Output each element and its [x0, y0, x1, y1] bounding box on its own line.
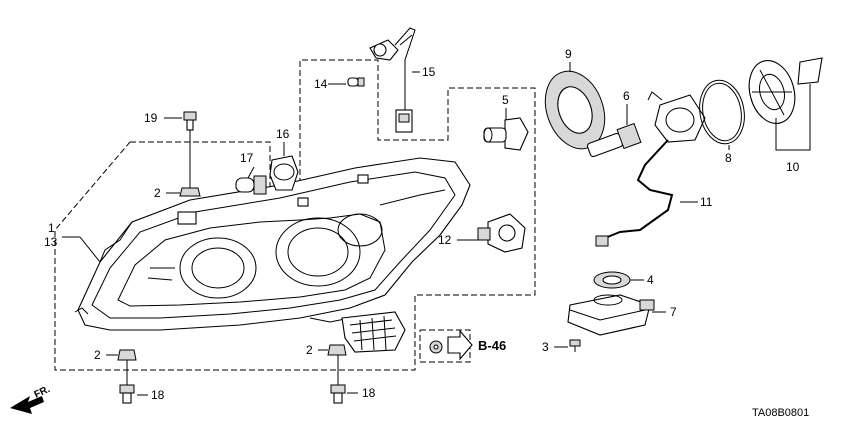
callout-16: 16 — [276, 127, 290, 141]
nut-part-b46 — [429, 340, 443, 354]
clip-part-2-top — [179, 128, 201, 197]
callout-2-top: 2 — [154, 186, 161, 200]
callout-2-right: 2 — [306, 343, 313, 357]
connector-bracket — [341, 311, 406, 353]
callout-14: 14 — [314, 77, 328, 91]
reference-arrow — [447, 329, 473, 361]
bolt-part-18-right — [330, 355, 346, 404]
callout-17: 17 — [240, 151, 254, 165]
callout-7: 7 — [670, 305, 677, 319]
callout-15: 15 — [422, 65, 436, 79]
ballast-part-7 — [567, 294, 655, 336]
socket-part-15 — [369, 27, 416, 133]
callout-6: 6 — [623, 89, 630, 103]
headlight-housing — [74, 157, 471, 331]
o-ring-part-8 — [699, 79, 745, 145]
screw-part-19 — [183, 111, 197, 131]
front-direction-arrow — [10, 396, 44, 414]
bolt-part-18-left — [119, 360, 135, 404]
dust-cover-part-9 — [544, 70, 606, 150]
callout-18-left: 18 — [151, 388, 165, 402]
callout-19: 19 — [144, 111, 158, 125]
callout-3: 3 — [542, 340, 549, 354]
callout-10: 10 — [786, 160, 800, 174]
callout-12: 12 — [438, 233, 452, 247]
hid-bulb-part-6 — [586, 122, 642, 158]
callout-11: 11 — [700, 195, 713, 209]
bulb-part-14 — [347, 77, 365, 87]
clip-part-2-left — [117, 349, 137, 361]
socket-part-12 — [477, 213, 526, 253]
leader-lines — [62, 62, 811, 396]
bulb-part-5 — [483, 117, 529, 151]
callout-9: 9 — [565, 47, 572, 61]
callout-2-left: 2 — [94, 348, 101, 362]
cap-part-10 — [748, 57, 823, 124]
reference-b46: B-46 — [478, 338, 506, 353]
callout-4: 4 — [647, 273, 654, 287]
callout-1: 1 — [48, 221, 55, 235]
callout-8: 8 — [725, 151, 732, 165]
front-direction-label: FR. — [33, 384, 52, 401]
clip-part-2-right — [327, 344, 347, 356]
bulb-part-17 — [235, 175, 267, 195]
socket-part-16 — [269, 155, 299, 191]
callout-5: 5 — [502, 93, 509, 107]
callout-13: 13 — [44, 235, 58, 249]
igniter-part-11 — [595, 91, 706, 247]
screw-part-3 — [569, 339, 581, 352]
drawing-code: TA08B0801 — [752, 407, 809, 419]
callout-18-right: 18 — [362, 386, 376, 400]
gasket-part-4 — [593, 271, 631, 289]
